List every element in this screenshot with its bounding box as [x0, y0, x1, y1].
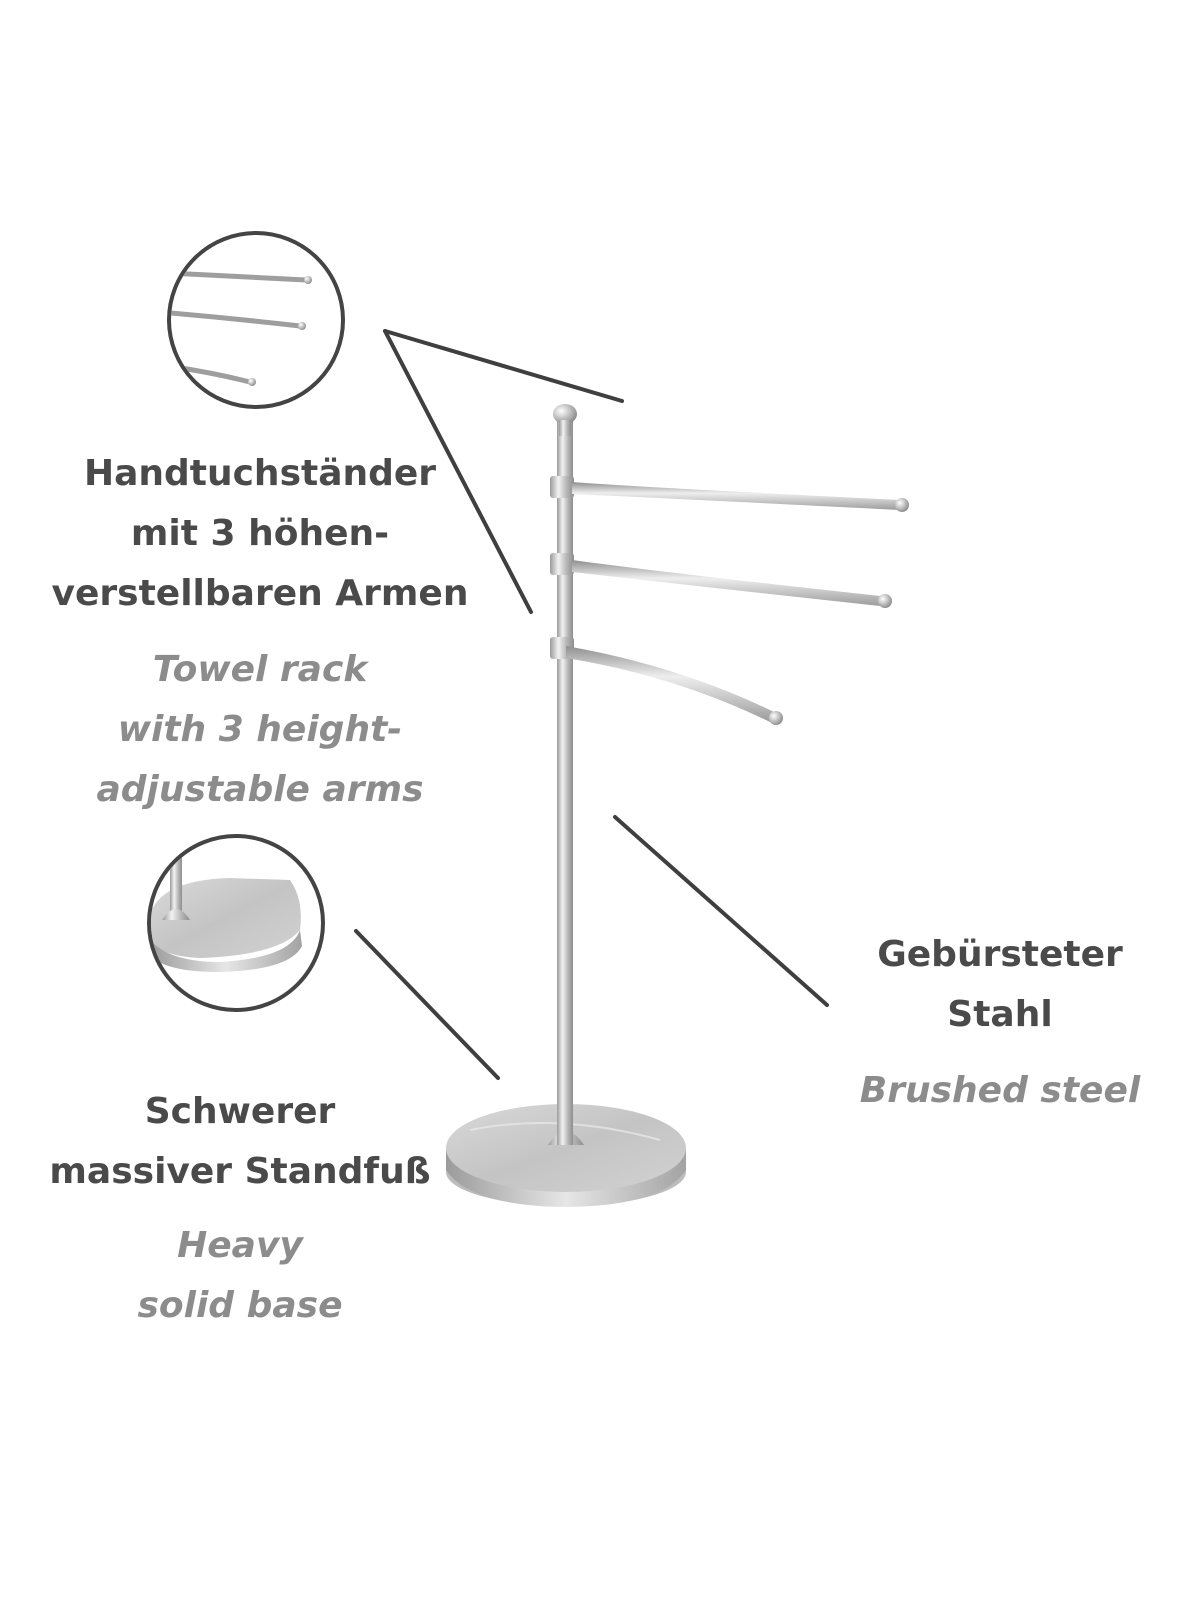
arm-detail-circle [167, 231, 345, 409]
callout-line-arms-lower [383, 329, 533, 614]
feature-steel-german: Gebürsteter Stahl [877, 934, 1123, 1035]
towel-arm-top [550, 476, 909, 512]
stand-pole [557, 420, 573, 1145]
callout-line-arms-upper [383, 329, 624, 403]
feature-base-german: Schwerer massiver Standfuß [49, 1091, 431, 1192]
towel-arm-bottom [550, 637, 783, 725]
feature-label-arms: Handtuchständer mit 3 höhen- verstellbar… [40, 444, 480, 820]
callout-line-base [354, 929, 500, 1080]
towel-stand [446, 404, 909, 1207]
feature-base-english: Heavy solid base [137, 1225, 343, 1326]
towel-arm-middle [550, 553, 892, 608]
base-detail-circle [147, 834, 325, 1012]
callout-lines [354, 329, 829, 1080]
pole-top-knob [553, 404, 577, 424]
feature-label-base: Schwerer massiver Standfuß Heavy solid b… [30, 1082, 450, 1336]
feature-label-steel: Gebürsteter Stahl Brushed steel [830, 925, 1170, 1121]
stand-base [446, 1104, 686, 1207]
callout-line-steel [613, 815, 829, 1007]
feature-arms-english: Towel rack with 3 height- adjustable arm… [96, 649, 424, 810]
feature-steel-english: Brushed steel [859, 1070, 1141, 1111]
feature-arms-german: Handtuchständer mit 3 höhen- verstellbar… [51, 453, 469, 614]
